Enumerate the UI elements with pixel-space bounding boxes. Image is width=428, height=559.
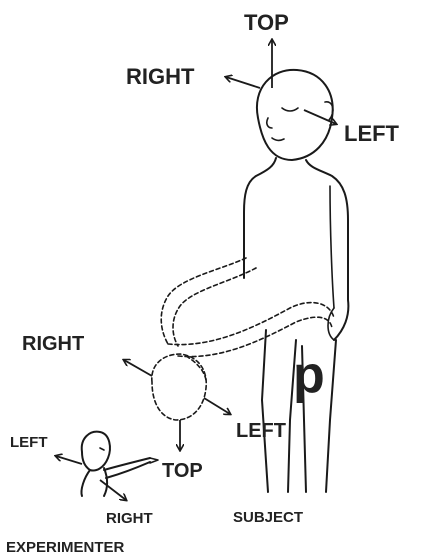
experimenter-left-arrow (56, 456, 82, 464)
experimenter-left-label: LEFT (10, 434, 48, 451)
experimenter-arrows (56, 456, 126, 500)
subject-arm-inner (330, 186, 334, 308)
head-right-arrow (226, 77, 260, 88)
experimenter-name-label: EXPERIMENTER (6, 539, 125, 556)
head-right-label: RIGHT (126, 64, 195, 89)
subject-torso-left (244, 158, 276, 278)
subject-head (257, 70, 333, 160)
head-left-label: LEFT (344, 121, 400, 146)
experimenter-eye (100, 448, 104, 450)
experimenter-right-arrow (100, 480, 126, 500)
dashed-arm-lower (168, 303, 334, 345)
letter-p: p (293, 346, 325, 404)
dashed-hand (152, 354, 206, 420)
subject-nose (267, 118, 272, 128)
subject-eye (282, 108, 298, 111)
experimenter-right-label: RIGHT (106, 510, 153, 527)
head-top-label: TOP (244, 10, 289, 35)
experimenter-head (82, 432, 110, 471)
hand-top-label: TOP (162, 460, 203, 482)
dashed-arm-upper-2 (173, 268, 256, 346)
experimenter-hand (150, 458, 158, 463)
subject-torso-right (306, 160, 348, 340)
head-arrows (226, 40, 336, 124)
hand-right-label: RIGHT (22, 333, 84, 355)
subject-label: SUBJECT (233, 509, 303, 526)
hand-right-arrow (124, 360, 152, 376)
hand-left-label: LEFT (236, 420, 286, 442)
hand-arrows (124, 360, 230, 450)
subject-mouth (272, 138, 284, 140)
subject-leg-left-outer (262, 330, 268, 492)
hand-left-arrow (204, 398, 230, 414)
experimenter-arm (104, 458, 150, 478)
subject-leg-right-outer (326, 340, 336, 492)
experimenter-figure (81, 432, 158, 496)
